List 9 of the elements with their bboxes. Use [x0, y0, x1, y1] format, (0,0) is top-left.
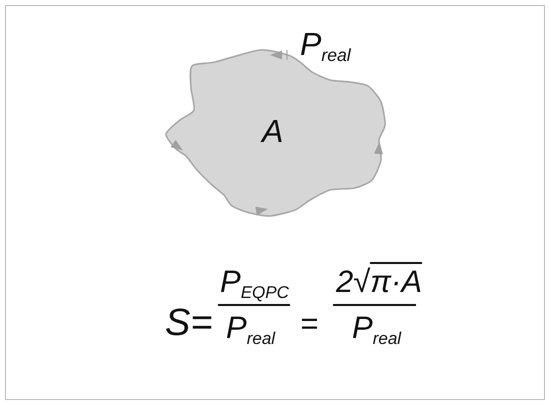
formula-numerator: P$_{EQPC}$: [220, 266, 289, 301]
formula-numerator: 2√: [336, 266, 370, 297]
formula-denominator: P$_{real}$: [352, 312, 402, 347]
formula-numerator: π·A: [370, 262, 422, 297]
area-label: A: [262, 115, 284, 147]
formula-symbol: =: [300, 308, 318, 339]
perimeter-label: P$_{real}$: [300, 28, 351, 65]
formula-symbol: S=: [165, 304, 213, 342]
formula-denominator: P$_{real}$: [226, 312, 276, 347]
